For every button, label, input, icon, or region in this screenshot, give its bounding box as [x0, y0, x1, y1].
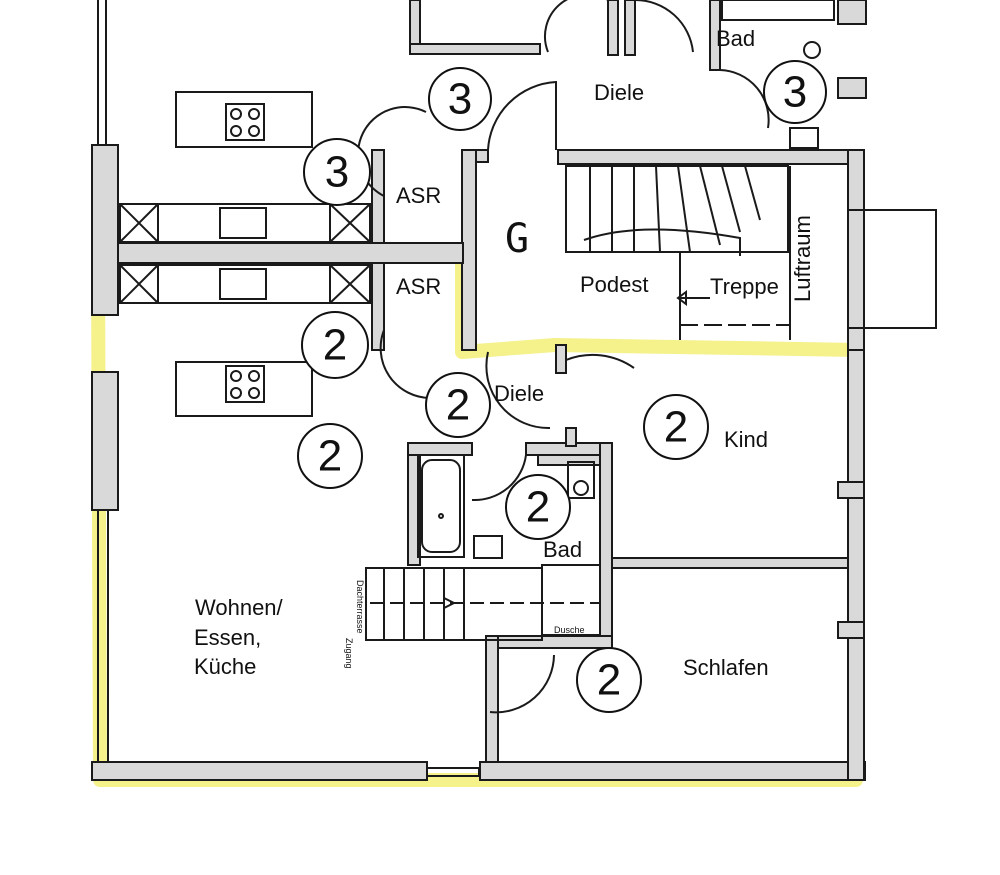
svg-text:2: 2 — [446, 381, 470, 430]
room-label-bad-top: Bad — [716, 26, 755, 51]
label-zugang: Zugang — [344, 638, 354, 669]
room-label-diele-top: Diele — [594, 80, 644, 105]
room-label-treppe: Treppe — [710, 274, 779, 299]
terrace-stair — [365, 567, 600, 641]
svg-text:3: 3 — [448, 75, 472, 124]
unit-2-highlight — [91, 245, 865, 787]
room-label-bad-bottom: Bad — [543, 537, 582, 562]
room-label-kind: Kind — [724, 427, 768, 452]
unit-marker-2a: 2 — [301, 311, 369, 379]
unit-marker-2e: 2 — [505, 474, 571, 540]
room-label-schlafen: Schlafen — [683, 655, 769, 680]
svg-text:2: 2 — [597, 656, 621, 705]
room-label-diele-bottom: Diele — [494, 381, 544, 406]
room-label-wohnen-line3: Küche — [194, 654, 256, 679]
staircase — [565, 165, 791, 340]
unit-marker-3b: 3 — [763, 60, 827, 124]
outer-walls — [91, 0, 866, 781]
upper-walls — [117, 0, 937, 351]
svg-text:3: 3 — [325, 148, 349, 197]
svg-text:2: 2 — [323, 321, 347, 370]
svg-text:2: 2 — [664, 403, 688, 452]
unit-marker-2c: 2 — [643, 394, 709, 460]
label-dachterrasse: Dachterrasse — [355, 580, 365, 634]
kitchen-fixtures — [119, 91, 371, 417]
stair-core-letter: G — [505, 216, 529, 262]
unit-marker-2b: 2 — [425, 372, 491, 438]
room-label-podest: Podest — [580, 272, 649, 297]
room-label-dusche: Dusche — [554, 625, 585, 635]
unit-marker-2d: 2 — [297, 423, 363, 489]
room-label-wohnen-line1: Wohnen/ — [195, 595, 284, 620]
unit-marker-3c: 3 — [303, 138, 371, 206]
unit-marker-3a: 3 — [428, 67, 492, 131]
svg-text:2: 2 — [526, 483, 550, 532]
room-label-wohnen-line2: Essen, — [194, 625, 261, 650]
bathroom-fixtures — [417, 0, 835, 636]
svg-text:3: 3 — [783, 68, 807, 117]
unit-marker-2f: 2 — [576, 647, 642, 713]
room-label-asr-bottom: ASR — [396, 274, 441, 299]
room-label-luftraum: Luftraum — [790, 215, 815, 302]
svg-text:2: 2 — [318, 432, 342, 481]
room-label-asr-top: ASR — [396, 183, 441, 208]
